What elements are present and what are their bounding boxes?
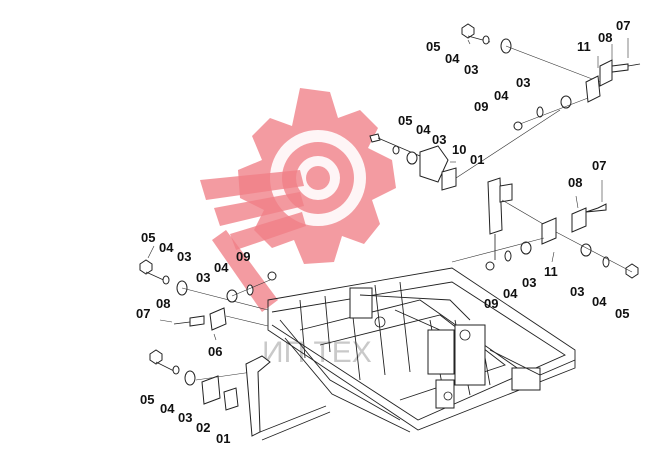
part-label-01: 01 — [470, 152, 484, 167]
part-label-04: 04 — [160, 401, 175, 416]
part-label-10: 10 — [452, 142, 466, 157]
part-label-01: 01 — [216, 431, 230, 446]
watermark-gear-logo: ИП ТЕХ — [200, 88, 396, 369]
part-label-11: 11 — [544, 264, 558, 279]
left-assembly — [139, 259, 331, 441]
part-label-11: 11 — [577, 39, 591, 54]
part-label-03: 03 — [178, 410, 192, 425]
part-label-08: 08 — [156, 296, 170, 311]
part-label-08: 08 — [568, 175, 582, 190]
part-label-05: 05 — [398, 113, 412, 128]
part-label-07: 07 — [592, 158, 606, 173]
part-label-09: 09 — [484, 296, 498, 311]
part-label-03: 03 — [196, 270, 210, 285]
part-label-03: 03 — [432, 132, 446, 147]
part-label-03: 03 — [570, 284, 584, 299]
part-label-04: 04 — [445, 51, 460, 66]
part-label-03: 03 — [516, 75, 530, 90]
part-label-02: 02 — [196, 420, 210, 435]
part-label-05: 05 — [141, 230, 155, 245]
part-label-05: 05 — [140, 392, 154, 407]
part-label-05: 05 — [426, 39, 440, 54]
top-right-assembly — [369, 23, 641, 279]
leader-lines — [147, 38, 629, 341]
part-label-04: 04 — [214, 260, 229, 275]
part-label-04: 04 — [416, 122, 431, 137]
part-label-06: 06 — [208, 344, 222, 359]
part-label-09: 09 — [474, 99, 488, 114]
part-label-03: 03 — [522, 275, 536, 290]
watermark-text: ИП ТЕХ — [262, 336, 372, 369]
part-label-04: 04 — [503, 286, 518, 301]
part-label-04: 04 — [494, 88, 509, 103]
part-label-04: 04 — [592, 294, 607, 309]
part-label-03: 03 — [464, 62, 478, 77]
part-label-09: 09 — [236, 249, 250, 264]
part-label-05: 05 — [615, 306, 629, 321]
part-labels: 05 04 03 11 08 07 03 04 09 05 04 03 10 0… — [136, 18, 630, 446]
part-label-03: 03 — [177, 249, 191, 264]
part-label-04: 04 — [159, 240, 174, 255]
part-label-07: 07 — [616, 18, 630, 33]
part-label-08: 08 — [598, 30, 612, 45]
part-label-07: 07 — [136, 306, 150, 321]
chassis-frame — [267, 267, 576, 433]
